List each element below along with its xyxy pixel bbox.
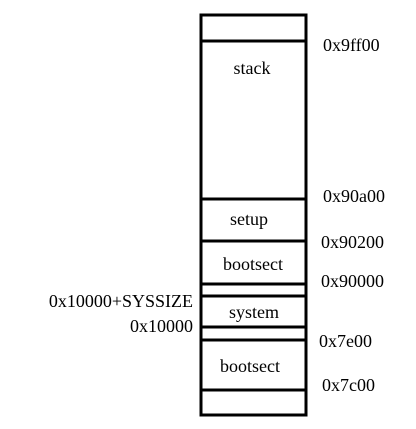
address-label-90a00: 0x90a00 xyxy=(323,186,385,206)
address-label-system-end: 0x10000+SYSSIZE xyxy=(49,291,193,311)
memory-column-outline xyxy=(199,13,308,417)
segment-setup-label: setup xyxy=(230,209,268,229)
address-label-9ff00: 0x9ff00 xyxy=(323,35,380,55)
address-label-10000: 0x10000 xyxy=(130,316,193,336)
segment-stack-label: stack xyxy=(234,58,271,78)
segment-system-label: system xyxy=(229,302,279,322)
address-label-7c00: 0x7c00 xyxy=(322,375,375,395)
segment-bootsect-label-2: bootsect xyxy=(220,356,280,376)
address-label-90200: 0x90200 xyxy=(321,232,384,252)
segment-bootsect-label-1: bootsect xyxy=(223,254,283,274)
address-label-90000: 0x90000 xyxy=(321,271,384,291)
address-label-7e00: 0x7e00 xyxy=(319,331,372,351)
